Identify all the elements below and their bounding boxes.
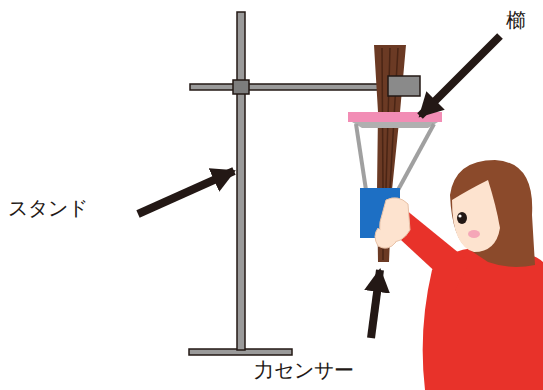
girl (375, 160, 543, 390)
sensor-label: 力センサー (254, 358, 354, 382)
comb (348, 112, 442, 190)
comb-label: 櫛 (506, 8, 526, 32)
sensor-label-box: 力センサー (254, 358, 354, 382)
callout-arrows (138, 36, 500, 338)
stand-label-box: スタンド (8, 196, 88, 220)
clamp (388, 76, 420, 96)
comb-label-box: 櫛 (506, 8, 526, 32)
stand-label: スタンド (8, 196, 88, 220)
stand (189, 12, 390, 355)
